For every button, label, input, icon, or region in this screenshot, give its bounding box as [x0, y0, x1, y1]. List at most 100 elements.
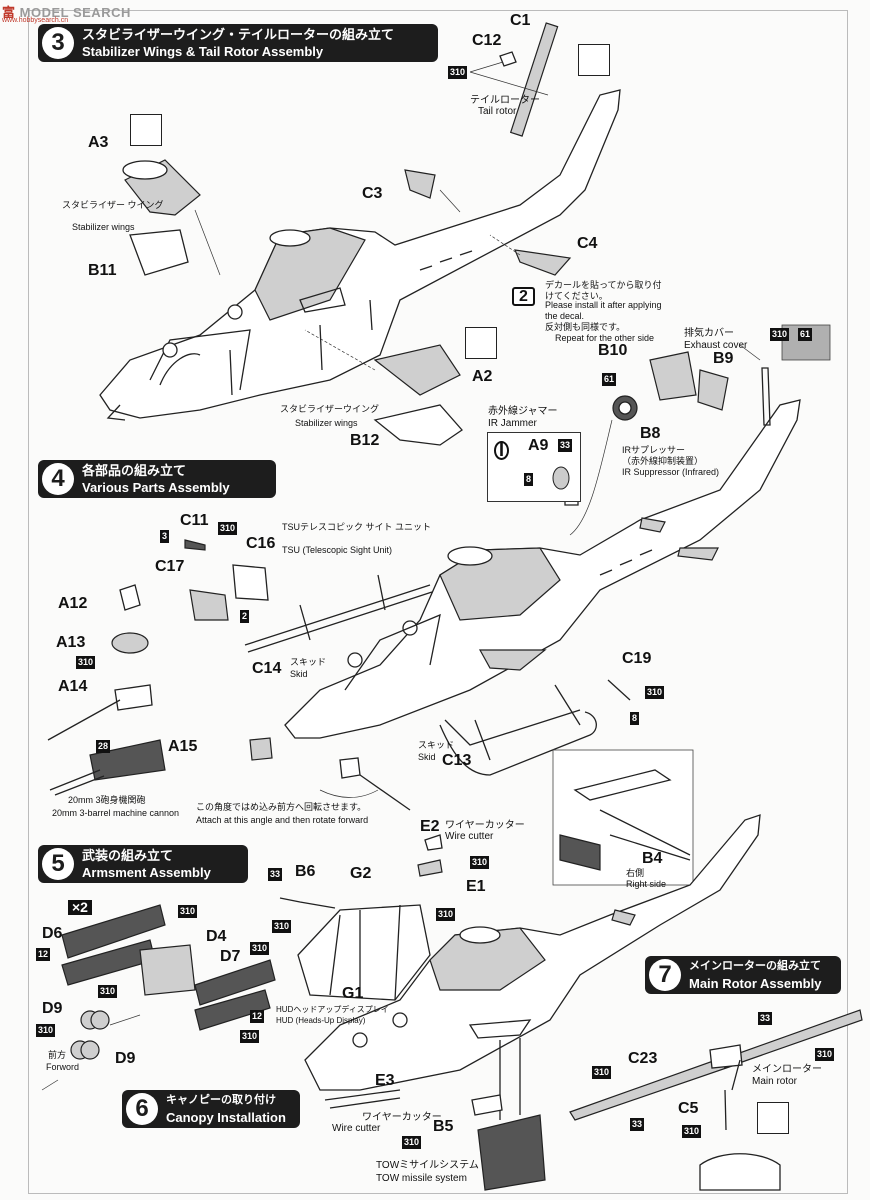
- color-28: 28: [96, 740, 111, 753]
- info-icon: I: [494, 441, 510, 460]
- part-c23: C23: [628, 1050, 658, 1067]
- tail-rotor-en: Tail rotor: [478, 106, 517, 117]
- part-a3: A3: [88, 134, 109, 151]
- part-a2: A2: [472, 368, 493, 385]
- color-61-decal: 61: [798, 328, 813, 341]
- part-b5: B5: [433, 1118, 454, 1135]
- color-310-decal: 310: [770, 328, 790, 341]
- tail-rotor-jp: テイルローター: [470, 95, 540, 106]
- step7-number: 7: [649, 959, 681, 991]
- wire-cutter2-en: Wire cutter: [332, 1123, 381, 1134]
- part-d4: D4: [206, 928, 227, 945]
- color-310-e3: 310: [402, 1136, 422, 1149]
- color-310-e1: 310: [470, 856, 490, 869]
- color-310-c11: 310: [218, 522, 238, 535]
- color-310: 310: [448, 66, 468, 79]
- color-310-a13: 310: [76, 656, 96, 669]
- step5-number: 5: [42, 848, 74, 880]
- color-310-d7top: 310: [250, 942, 270, 955]
- other-side-jp: 反対側も同様です。: [545, 322, 626, 332]
- cement-icon: [578, 44, 610, 76]
- part-b8: B8: [640, 425, 661, 442]
- step4-title-en: Various Parts Assembly: [82, 480, 230, 495]
- color-310-b6: 310: [272, 920, 292, 933]
- part-e2: E2: [420, 818, 440, 835]
- part-b9: B9: [713, 350, 734, 367]
- color-310-c5: 310: [682, 1125, 702, 1138]
- part-e1: E1: [466, 878, 486, 895]
- part-c17: C17: [155, 558, 185, 575]
- right-side-en: Right side: [626, 879, 667, 889]
- cannon-jp: 20mm 3砲身機関砲: [68, 795, 146, 805]
- main-rotor-jp: メインローター: [752, 1064, 822, 1075]
- ir-sup-en: IR Suppressor (Infrared): [622, 467, 720, 477]
- part-d9-top: D9: [42, 1000, 63, 1017]
- part-d6: D6: [42, 925, 63, 942]
- exhaust-jp: 排気カバー: [684, 328, 734, 339]
- stab2-jp: スタビライザーウイング: [280, 404, 380, 414]
- rotate-en: Attach at this angle and then rotate for…: [196, 815, 369, 825]
- part-c1: C1: [510, 12, 531, 29]
- part-a13: A13: [56, 634, 86, 651]
- page-frame: [28, 10, 848, 1194]
- tow-en: TOW missile system: [376, 1173, 467, 1184]
- forward-jp: 前方: [48, 1050, 67, 1060]
- other-side-en: Repeat for the other side: [555, 333, 655, 343]
- ir-jammer-part-icon: [552, 466, 570, 490]
- step4-helicopter: [284, 367, 801, 739]
- multiplier-badge: ×2: [68, 900, 92, 915]
- step7-title-jp: メインローターの組み立て: [689, 960, 821, 972]
- hud-en: HUD (Heads-Up Display): [276, 1016, 366, 1025]
- color-310-g2: 310: [436, 908, 456, 921]
- color-33-c23: 33: [630, 1118, 645, 1131]
- decal-note-en: Please install it after applying the dec…: [545, 300, 662, 321]
- step6-number: 6: [126, 1093, 158, 1125]
- watermark-url: www.hobbysearch.cn: [2, 17, 69, 24]
- color-310-rotor: 310: [815, 1048, 835, 1061]
- stab-jp: スタビライザー ウイング: [62, 200, 164, 210]
- hud-jp: HUDヘッドアップディスプレイ: [276, 1005, 389, 1014]
- cannon-en: 20mm 3-barrel machine cannon: [52, 808, 180, 818]
- color-33-rotor: 33: [758, 1012, 773, 1025]
- color-12: 12: [36, 948, 51, 961]
- rotate-jp: この角度ではめ込み前方へ回転させます。: [196, 802, 367, 812]
- step4-number: 4: [42, 463, 74, 495]
- color-310-d7: 310: [240, 1030, 260, 1043]
- part-d9-bottom: D9: [115, 1050, 136, 1067]
- color-61: 61: [602, 373, 617, 386]
- decal-step-number: 2: [512, 287, 535, 306]
- step5-title-jp: 武装の組み立て: [82, 848, 174, 863]
- cement-icon-2: [757, 1102, 789, 1134]
- part-c4: C4: [577, 235, 598, 252]
- step4-banner: 4 各部品の組み立て Various Parts Assembly: [38, 460, 276, 498]
- step4-title-jp: 各部品の組み立て: [82, 463, 187, 478]
- part-g2: G2: [350, 865, 372, 882]
- color-3: 3: [160, 530, 170, 543]
- part-c12: C12: [472, 32, 502, 49]
- tow-jp: TOWミサイルシステム: [376, 1160, 479, 1171]
- wire-cutter2-jp: ワイヤーカッター: [362, 1112, 442, 1123]
- part-c19: C19: [622, 650, 652, 667]
- color-310-c19: 310: [645, 686, 665, 699]
- color-310-c23: 310: [592, 1066, 612, 1079]
- part-c5: C5: [678, 1100, 699, 1117]
- forward-en: Forword: [46, 1062, 80, 1072]
- part-g1: G1: [342, 985, 364, 1002]
- color-310-d9b: 310: [36, 1024, 56, 1037]
- step5-title-en: Armsment Assembly: [82, 865, 211, 880]
- color-33: 33: [558, 439, 573, 452]
- skid-en-c14: Skid: [290, 669, 308, 679]
- part-b6: B6: [295, 863, 316, 880]
- step3-number: 3: [42, 27, 74, 59]
- part-c3: C3: [362, 185, 383, 202]
- color-33-b6: 33: [268, 868, 283, 881]
- skid-jp-c13: スキッド: [418, 740, 455, 750]
- color-12-d7: 12: [250, 1010, 265, 1023]
- step3-title-en: Stabilizer Wings & Tail Rotor Assembly: [82, 44, 324, 59]
- skid-jp-c14: スキッド: [290, 657, 327, 667]
- step6-helicopter: [304, 814, 761, 1109]
- part-a14: A14: [58, 678, 88, 695]
- part-b12: B12: [350, 432, 380, 449]
